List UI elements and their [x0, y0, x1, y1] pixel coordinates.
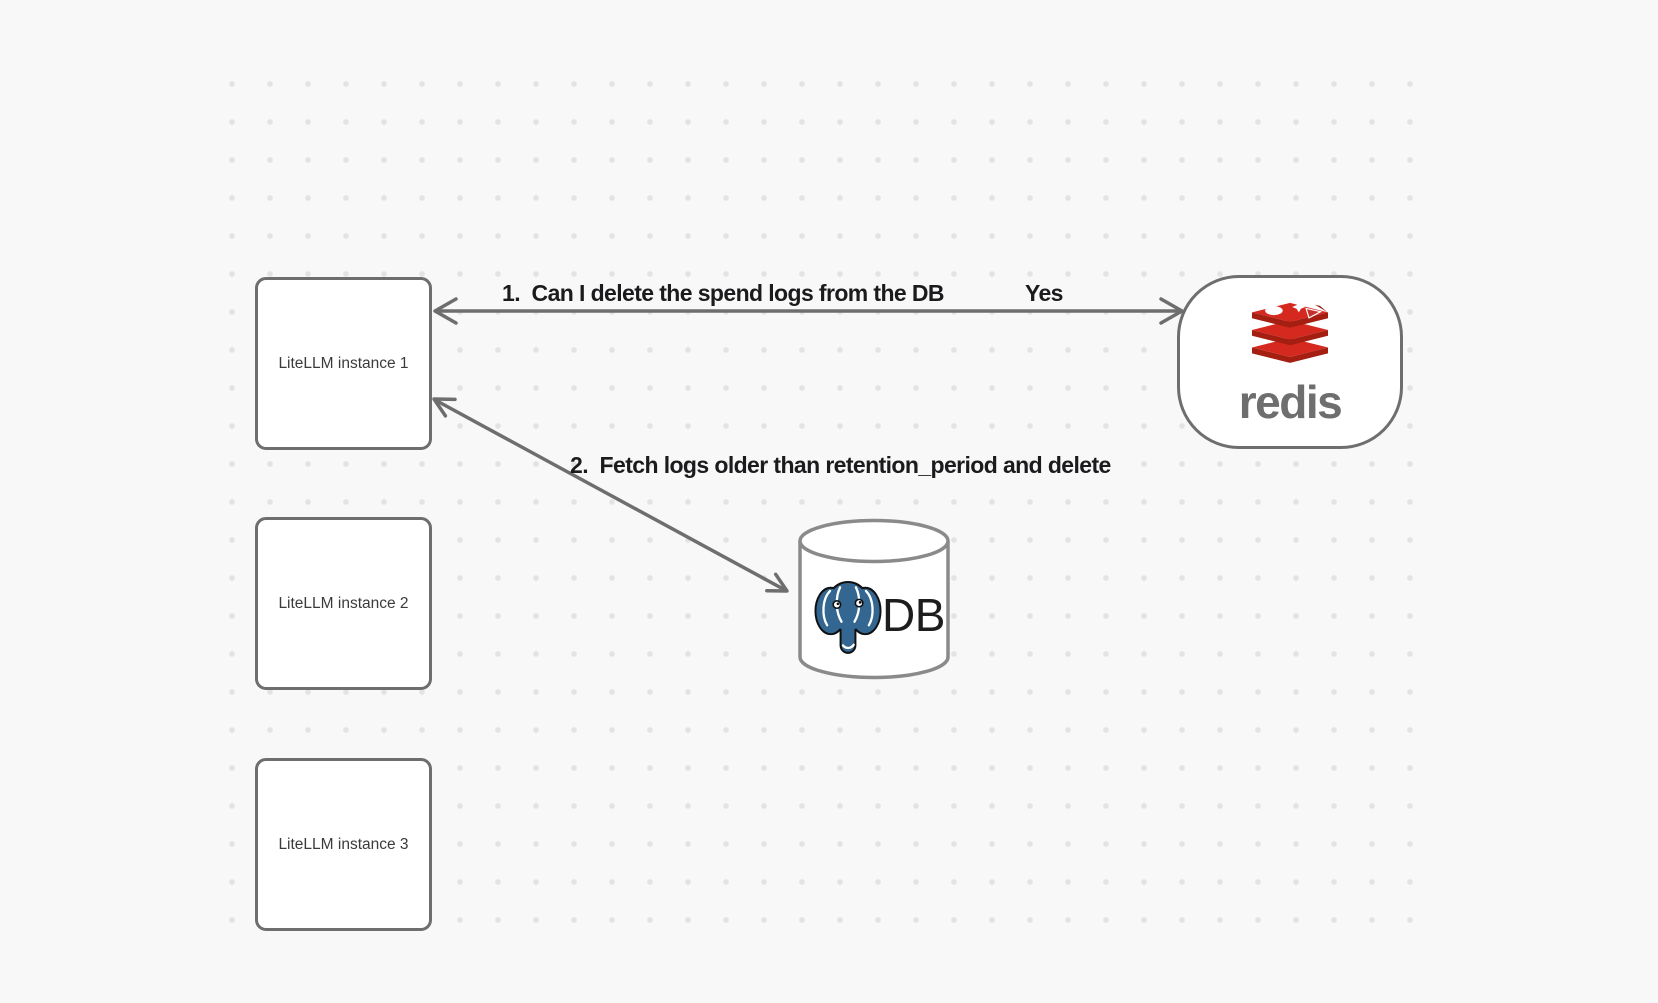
- node-redis: redis: [1177, 275, 1403, 449]
- node-litellm-instance-1: LiteLLM instance 1: [255, 277, 432, 450]
- litellm-instance-2-label: LiteLLM instance 2: [278, 594, 409, 612]
- arrow-2-head-start: [432, 397, 457, 418]
- litellm-instance-3-label: LiteLLM instance 3: [278, 835, 409, 853]
- redis-wordmark: redis: [1238, 375, 1343, 428]
- redis-stack-icon: [1252, 300, 1328, 363]
- postgresql-elephant-icon: [814, 581, 882, 654]
- arrow-2-label: 2. Fetch logs older than retention_perio…: [570, 452, 1111, 478]
- db-label: DB: [882, 589, 945, 641]
- litellm-instance-1-label: LiteLLM instance 1: [278, 354, 409, 372]
- arrow-1-answer-label: Yes: [1025, 280, 1063, 306]
- arrow-2-head-end: [765, 572, 789, 593]
- node-litellm-instance-2: LiteLLM instance 2: [255, 517, 432, 690]
- arrow-1-head-left: [433, 297, 458, 325]
- arrow-2-shaft: [435, 399, 787, 592]
- node-db-cylinder: DB: [798, 518, 950, 680]
- node-litellm-instance-3: LiteLLM instance 3: [255, 758, 432, 931]
- arrow-1-label: 1. Can I delete the spend logs from the …: [502, 280, 945, 306]
